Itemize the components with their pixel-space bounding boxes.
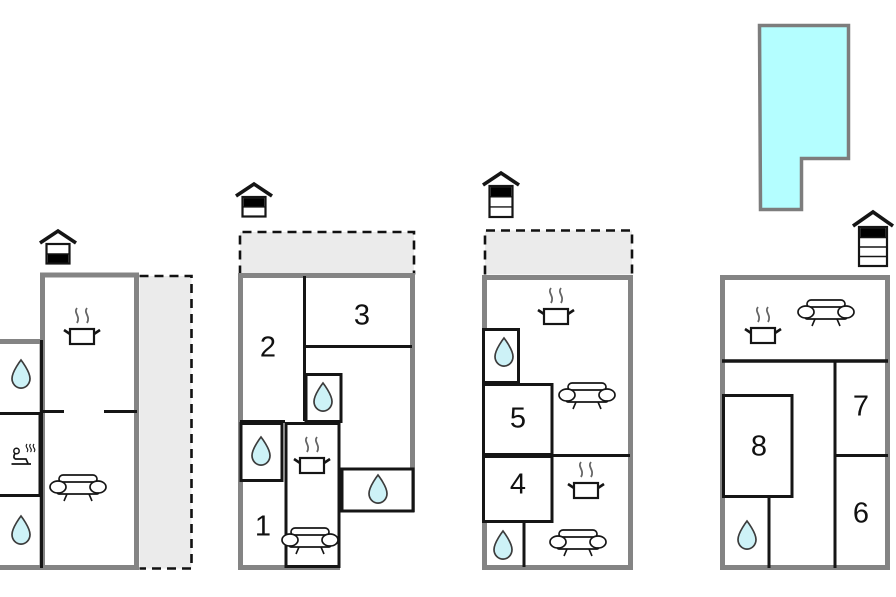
room-5-box (482, 383, 554, 456)
floorplan-ground-floor (0, 229, 139, 570)
room-label-2: 2 (259, 331, 277, 364)
sauna-room (0, 412, 42, 497)
room-label-1: 1 (254, 510, 272, 543)
floorplan-second-floor (481, 171, 633, 570)
terrace-second-floor (483, 229, 634, 275)
house-level-2-of-2-icon (234, 182, 274, 219)
swimming-pool (757, 23, 851, 212)
main-outer-wall (40, 272, 139, 570)
floorplan-third-floor (720, 210, 895, 570)
floorplan-first-floor (234, 182, 415, 570)
house-level-3-of-3-icon (481, 171, 521, 219)
house-level-1-of-2-icon (38, 229, 78, 266)
room-label-3: 3 (353, 299, 371, 332)
terrace-ground-floor (139, 274, 193, 570)
room-label-4: 4 (509, 468, 527, 501)
terrace-first-floor (238, 230, 416, 275)
room-8-box (722, 394, 794, 498)
room-label-5: 5 (509, 402, 527, 435)
room-4-box (482, 455, 554, 523)
room-label-8: 8 (750, 430, 768, 463)
house-level-4-of-4-icon (851, 210, 895, 268)
room-label-6: 6 (852, 497, 870, 530)
room-label-7: 7 (852, 390, 870, 423)
